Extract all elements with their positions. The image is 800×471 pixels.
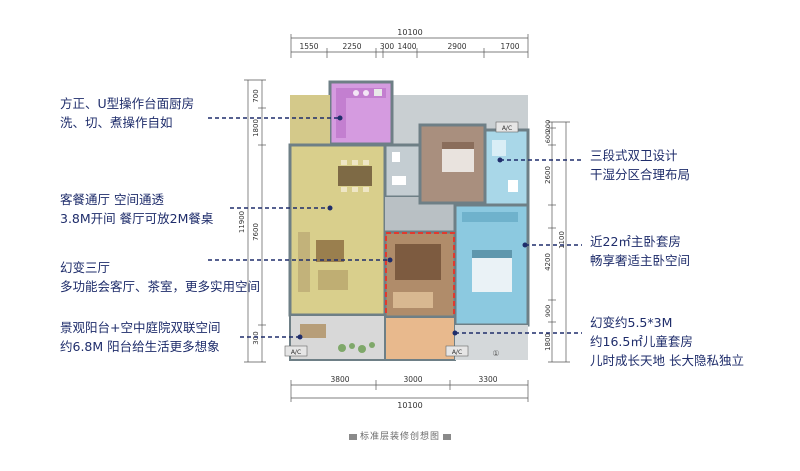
right-dim-6: 900 (544, 305, 552, 317)
note-kids-line-2: 约16.5㎡儿童套房 (590, 334, 693, 349)
coffee-table (316, 240, 344, 262)
stove-icon (363, 90, 369, 96)
note-dining-line-1: 客餐通厅 空间通透 (60, 192, 164, 207)
top-dim-2: 2250 (342, 42, 361, 51)
shower-icon (492, 140, 506, 156)
right-dim-2: 600 (544, 131, 552, 143)
bathroom-2 (483, 128, 530, 207)
left-dim-1: 700 (252, 89, 260, 102)
top-dim-5: 2900 (447, 42, 466, 51)
note-bath: 三段式双卫设计 干湿分区合理布局 (590, 146, 690, 184)
note-hall: 幻变三厅 多功能会客厅、茶室，更多实用空间 (60, 258, 260, 296)
note-kitchen: 方正、U型操作台面厨房 洗、切、煮操作自如 (60, 94, 194, 132)
note-hall-line-2: 多功能会客厅、茶室，更多实用空间 (60, 279, 261, 294)
caption-mark-left (348, 433, 357, 440)
bottom-dim-2: 3000 (403, 375, 422, 384)
note-master-line-2: 畅享奢适主卧空间 (590, 253, 691, 268)
section-marker: ① (492, 349, 499, 358)
ac-unit-top (495, 121, 519, 133)
caption-text: 标准层装修创想图 (359, 432, 440, 442)
balcony-table (300, 324, 326, 338)
sky-courtyard (384, 316, 456, 361)
floor-plan: A/C A/C A/C ① (284, 80, 530, 361)
ac-label-right: A/C (452, 349, 462, 356)
caption-mark-right (443, 433, 451, 440)
leader-dots (297, 115, 528, 340)
bottom-dim-3: 3300 (478, 375, 497, 384)
dining-chairs (341, 160, 369, 192)
top-total-dim: 10100 (397, 28, 422, 37)
right-dim-4: 1100 (558, 231, 566, 249)
leader-lines (208, 117, 582, 338)
left-dim-2: 1800 (252, 119, 260, 137)
bottom-dim-1: 3800 (330, 375, 349, 384)
note-kitchen-line-1: 方正、U型操作台面厨房 (60, 96, 195, 111)
rug (318, 270, 348, 290)
ac-unit-left (284, 345, 308, 357)
figure-caption: 标准层装修创想图 (0, 429, 800, 442)
right-dim-7: 1800 (544, 333, 552, 351)
bed-2-headboard (442, 142, 474, 149)
note-balcony-line-1: 景观阳台+空中庭院双联空间 (60, 320, 221, 335)
plants-icon (338, 342, 375, 353)
washbasin-icon (392, 176, 406, 185)
ac-unit-right (445, 345, 469, 357)
tea-table (395, 244, 441, 280)
right-dim-5: 4200 (544, 253, 552, 271)
left-dim-total: 11900 (238, 211, 246, 233)
master-bed-headboard (472, 250, 512, 258)
note-balcony-line-2: 约6.8M 阳台给生活更多想象 (60, 339, 220, 354)
note-master-line-1: 近22㎡主卧套房 (590, 234, 681, 249)
note-kids: 幻变约5.5*3M 约16.5㎡儿童套房 儿时成长天地 长大隐私独立 (590, 313, 744, 370)
wardrobe (462, 212, 518, 222)
top-dim-4: 1400 (397, 42, 416, 51)
note-dining: 客餐通厅 空间通透 3.8M开间 餐厅可放2M餐桌 (60, 190, 213, 228)
left-dim-3: 7600 (252, 223, 260, 241)
kitchen-counter (336, 88, 386, 98)
stove-icon (353, 90, 359, 96)
note-bath-line-2: 干湿分区合理布局 (590, 167, 691, 182)
top-dim-6: 1700 (500, 42, 519, 51)
top-dim-1: 1550 (299, 42, 318, 51)
note-master: 近22㎡主卧套房 畅享奢适主卧空间 (590, 232, 690, 270)
note-balcony: 景观阳台+空中庭院双联空间 约6.8M 阳台给生活更多想象 (60, 318, 220, 356)
ac-label-top: A/C (502, 125, 512, 132)
note-dining-line-2: 3.8M开间 餐厅可放2M餐桌 (60, 211, 214, 226)
bottom-dimension-line (290, 380, 529, 402)
note-kids-line-1: 幻变约5.5*3M (590, 315, 673, 330)
living-upper-left (290, 95, 330, 145)
bottom-total-dim: 10100 (397, 401, 422, 410)
toilet-icon (508, 180, 518, 192)
note-bath-line-1: 三段式双卫设计 (590, 148, 678, 163)
top-dimension-line (290, 34, 529, 58)
right-dim-3: 2600 (544, 166, 552, 184)
note-kids-line-3: 儿时成长天地 长大隐私独立 (590, 353, 744, 368)
note-kitchen-line-2: 洗、切、煮操作自如 (60, 115, 173, 130)
note-hall-line-1: 幻变三厅 (60, 260, 111, 275)
left-dim-4: 300 (252, 331, 260, 344)
bathroom-1 (383, 143, 422, 199)
dining-table (338, 166, 372, 186)
ac-label-left: A/C (291, 349, 301, 356)
sofa-small (393, 292, 433, 308)
top-dim-3: 300 (380, 42, 395, 51)
sink-icon (374, 89, 382, 96)
right-dimension-line (548, 121, 570, 363)
left-dimension-line (244, 79, 266, 363)
toilet-icon (392, 152, 400, 162)
sofa (298, 232, 310, 292)
right-dim-1: 200 (544, 120, 552, 132)
